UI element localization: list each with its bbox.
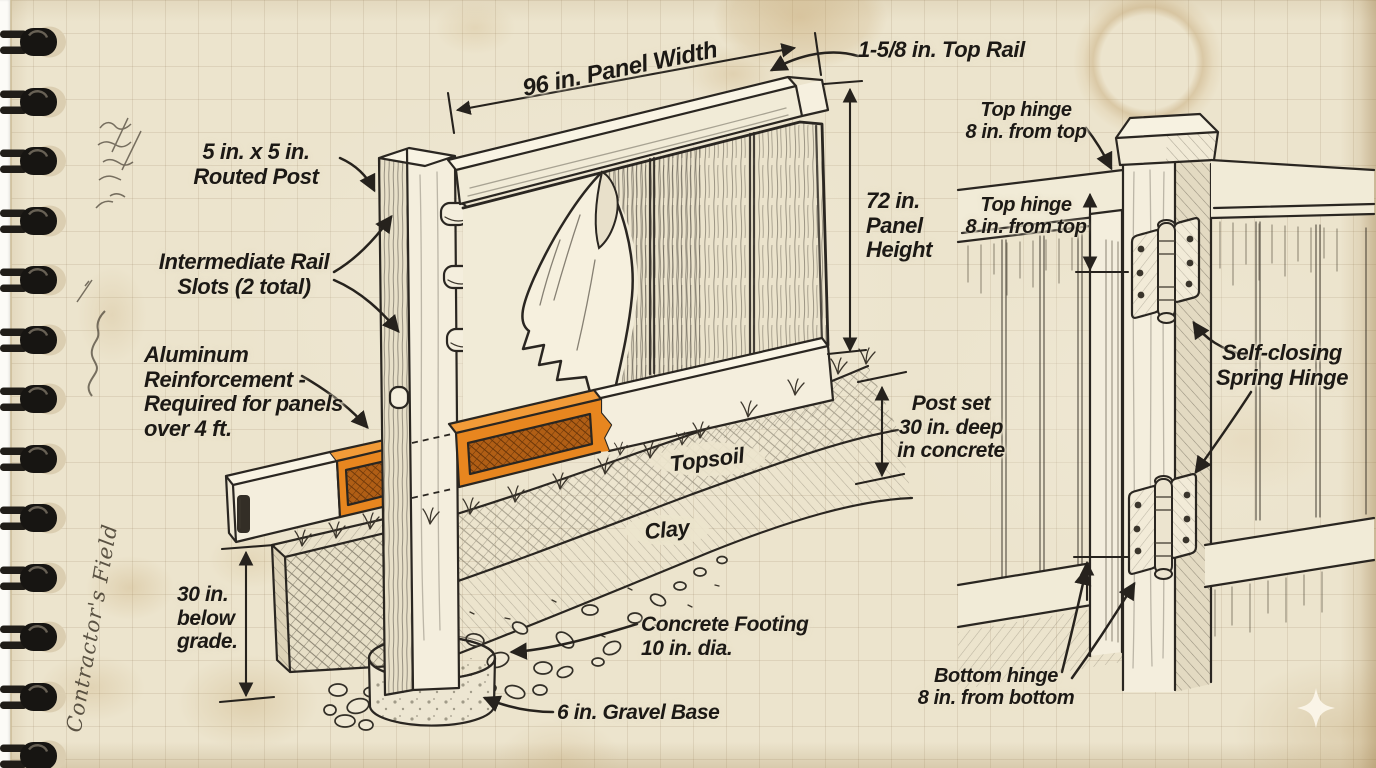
label-panel-height-line3: Height <box>866 237 933 263</box>
bottom-rail <box>224 435 410 544</box>
label-below-grade: 30 in. below grade. <box>177 583 238 654</box>
label-concrete-footing: Concrete Footing 10 in. dia. <box>641 613 809 660</box>
fence-cross-section <box>224 75 914 731</box>
bottom-rail-right <box>447 336 835 489</box>
label-self-closing-hinge: Self-closing Spring Hinge <box>1215 340 1349 390</box>
label-top-hinge-b: Top hinge 8 in. from top <box>965 194 1086 239</box>
gate-hinge-detail <box>956 112 1376 692</box>
pencil-scribbles <box>76 117 142 397</box>
hidden-rail-dashes <box>411 433 453 499</box>
label-clay-text: Clay <box>643 514 691 545</box>
label-bottom-hinge: Bottom hinge 8 in. from bottom <box>918 665 1075 710</box>
label-rail-slots: Intermediate Rail Slots (2 total) <box>158 249 330 299</box>
label-post-set: Post set 30 in. deep in concrete <box>897 392 1005 463</box>
right-fence-panel <box>1203 158 1376 637</box>
spiral-binding <box>0 25 68 768</box>
label-routed-post-line2: Routed Post <box>193 163 319 189</box>
label-footing-line1: Concrete Footing <box>641 613 809 636</box>
label-below-grade-line2: below <box>177 606 235 630</box>
gravel-base <box>323 555 728 731</box>
label-self-closing-line2: Spring Hinge <box>1215 364 1349 390</box>
label-top-hinge-a: Top hinge 8 in. from top <box>965 99 1086 144</box>
soil-block <box>270 512 412 674</box>
label-below-grade-line3: grade. <box>177 630 238 654</box>
label-top-hinge-b-line2: 8 in. from top <box>965 216 1087 239</box>
aluminum-reinforcement-right <box>447 388 611 489</box>
label-top-hinge-b-line1: Top hinge <box>980 194 1072 216</box>
label-gravel-base-text: 6 in. Gravel Base <box>557 701 720 724</box>
label-post-set-line1: Post set <box>911 392 991 415</box>
label-bottom-hinge-line2: 8 in. from bottom <box>917 687 1075 710</box>
label-aluminum-line1: Aluminum <box>144 342 249 367</box>
label-routed-post: 5 in. x 5 in. Routed Post <box>193 139 319 189</box>
label-post-set-line3: in concrete <box>897 439 1005 463</box>
label-rail-slots-line2: Slots (2 total) <box>177 273 311 299</box>
label-top-hinge-a-line2: 8 in. from top <box>965 121 1087 144</box>
label-gravel-base: 6 in. Gravel Base <box>557 701 720 725</box>
label-panel-height-line2: Panel <box>866 212 923 238</box>
label-bottom-hinge-line1: Bottom hinge <box>933 665 1059 687</box>
label-aluminum-reinforcement: Aluminum Reinforcement - Required for pa… <box>144 342 343 442</box>
label-top-rail: 1-5/8 in. Top Rail <box>858 37 1025 63</box>
post-cap <box>1114 112 1220 167</box>
routed-post <box>377 146 476 697</box>
label-aluminum-line2: Reinforcement - <box>144 366 306 392</box>
label-panel-height-line1: 72 in. <box>866 188 920 213</box>
label-routed-post-line1: 5 in. x 5 in. <box>202 139 310 164</box>
label-below-grade-line1: 30 in. <box>177 583 229 606</box>
gate-stile <box>1088 208 1124 658</box>
label-footing-line2: 10 in. dia. <box>641 636 733 660</box>
dimension-lines <box>218 31 1130 704</box>
label-aluminum-line4: over 4 ft. <box>144 415 232 441</box>
label-clay: Clay <box>643 514 691 545</box>
leader-arrows <box>300 51 1253 714</box>
page-left-edge <box>0 0 11 768</box>
label-self-closing-line1: Self-closing <box>1222 340 1342 365</box>
torn-vinyl-flap <box>521 170 634 429</box>
label-top-rail-text: 1-5/8 in. Top Rail <box>858 37 1025 62</box>
gate-post <box>1114 112 1220 692</box>
label-panel-height: 72 in. Panel Height <box>866 188 933 263</box>
label-top-hinge-a-line1: Top hinge <box>980 99 1072 121</box>
label-post-set-line2: 30 in. deep <box>898 415 1004 439</box>
sparkle-icon <box>1297 688 1335 728</box>
label-rail-slots-line1: Intermediate Rail <box>158 249 330 274</box>
label-aluminum-line3: Required for panels <box>144 391 343 417</box>
